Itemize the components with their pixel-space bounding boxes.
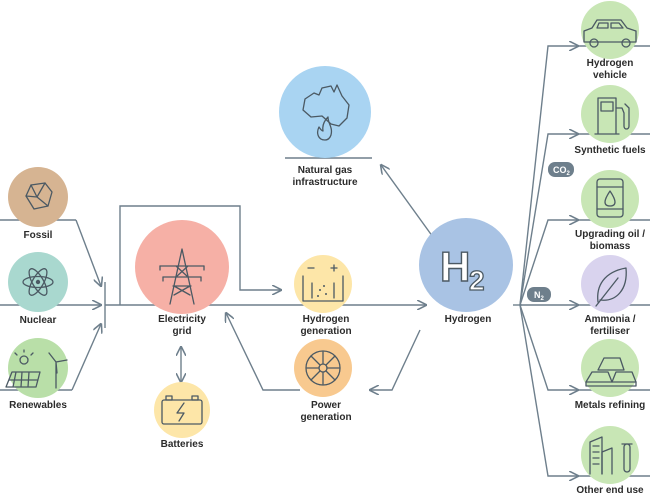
grid-label-line2: grid xyxy=(173,326,192,337)
pylon-icon xyxy=(159,248,205,305)
hydrogen-node: H 2 Hydrogen xyxy=(419,218,513,325)
coal-lump-icon xyxy=(25,182,53,210)
oil-barrel-icon xyxy=(596,178,624,218)
end-use-label-line1: Synthetic fuels xyxy=(574,145,646,156)
batteries-label: Batteries xyxy=(161,439,204,450)
co2-badge: CO2 xyxy=(548,162,574,177)
electricity-grid-node: Electricity grid xyxy=(135,220,229,337)
hydrogen-generation-node: Hydrogen generation xyxy=(294,255,352,337)
end-use-metals-refining: Metals refining xyxy=(575,339,646,411)
renewables-circle xyxy=(8,338,68,398)
end-use-circle xyxy=(581,1,639,59)
end-use-hydrogen-vehicle: Hydrogen vehicle xyxy=(581,1,639,81)
metal-ingots-icon xyxy=(585,357,637,387)
natural-gas-label-line2: infrastructure xyxy=(292,177,357,188)
hydrogen-symbol: H xyxy=(440,243,470,290)
power-generation-circle xyxy=(294,339,352,397)
power-generation-node: Power generation xyxy=(294,339,352,423)
connectors xyxy=(0,46,650,476)
nuclear-label: Nuclear xyxy=(20,315,57,326)
end-use-label-line1: Other end use xyxy=(576,485,644,496)
end-use-circle xyxy=(581,255,639,313)
n2-badge: N2 xyxy=(527,287,551,302)
end-use-label-line2: vehicle xyxy=(593,70,627,81)
end-use-other: Other end use xyxy=(576,426,644,496)
end-use-label-line2: fertiliser xyxy=(590,326,630,337)
end-use-label-line1: Ammonia / xyxy=(584,314,635,325)
hydrogen-label: Hydrogen xyxy=(445,314,492,325)
end-use-label-line1: Metals refining xyxy=(575,400,646,411)
svg-text:N2: N2 xyxy=(534,290,545,302)
turbine-icon xyxy=(305,350,341,386)
power-generation-label-line1: Power xyxy=(311,400,341,411)
source-nuclear: Nuclear xyxy=(8,252,68,326)
renewables-label: Renewables xyxy=(9,400,67,411)
co2-main: CO xyxy=(553,165,567,175)
natural-gas-node: Natural gas infrastructure xyxy=(279,66,371,188)
svg-text:CO2: CO2 xyxy=(553,165,571,177)
end-use-label-line1: Upgrading oil / xyxy=(575,229,645,240)
source-fossil: Fossil xyxy=(8,167,68,241)
fossil-label: Fossil xyxy=(24,230,53,241)
end-use-upgrading-oil: Upgrading oil / biomass xyxy=(575,170,645,252)
factory-icon xyxy=(589,436,633,475)
natural-gas-circle xyxy=(279,66,371,158)
hydrogen-generation-label-line1: Hydrogen xyxy=(303,314,350,325)
end-use-synthetic-fuels: Synthetic fuels xyxy=(574,85,646,156)
hydrogen-generation-circle xyxy=(294,255,352,313)
battery-icon xyxy=(161,395,203,425)
hydrogen-circle xyxy=(419,218,513,312)
atom-icon xyxy=(22,268,54,296)
leaf-icon xyxy=(595,267,627,307)
end-use-circle xyxy=(581,170,639,228)
grid-label-line1: Electricity xyxy=(158,314,206,325)
fuel-pump-icon xyxy=(594,97,630,135)
electrolyser-icon xyxy=(302,264,344,302)
end-use-label-line2: biomass xyxy=(590,241,631,252)
natural-gas-label-line1: Natural gas xyxy=(298,165,353,176)
australia-flame-icon xyxy=(302,84,350,141)
hydrogen-subscript: 2 xyxy=(469,265,485,296)
n2-sub: 2 xyxy=(541,296,545,302)
n2-main: N xyxy=(534,290,541,300)
car-icon xyxy=(583,19,637,48)
co2-sub: 2 xyxy=(567,171,571,177)
power-generation-label-line2: generation xyxy=(300,412,351,423)
end-use-circle xyxy=(581,339,639,397)
batteries-node: Batteries xyxy=(154,382,210,450)
end-use-ammonia-fertiliser: Ammonia / fertiliser xyxy=(581,255,639,337)
grid-circle xyxy=(135,220,229,314)
end-use-label-line1: Hydrogen xyxy=(587,58,634,69)
hydrogen-generation-label-line2: generation xyxy=(300,326,351,337)
source-renewables: Renewables xyxy=(5,338,68,411)
solar-wind-icon xyxy=(5,349,68,389)
